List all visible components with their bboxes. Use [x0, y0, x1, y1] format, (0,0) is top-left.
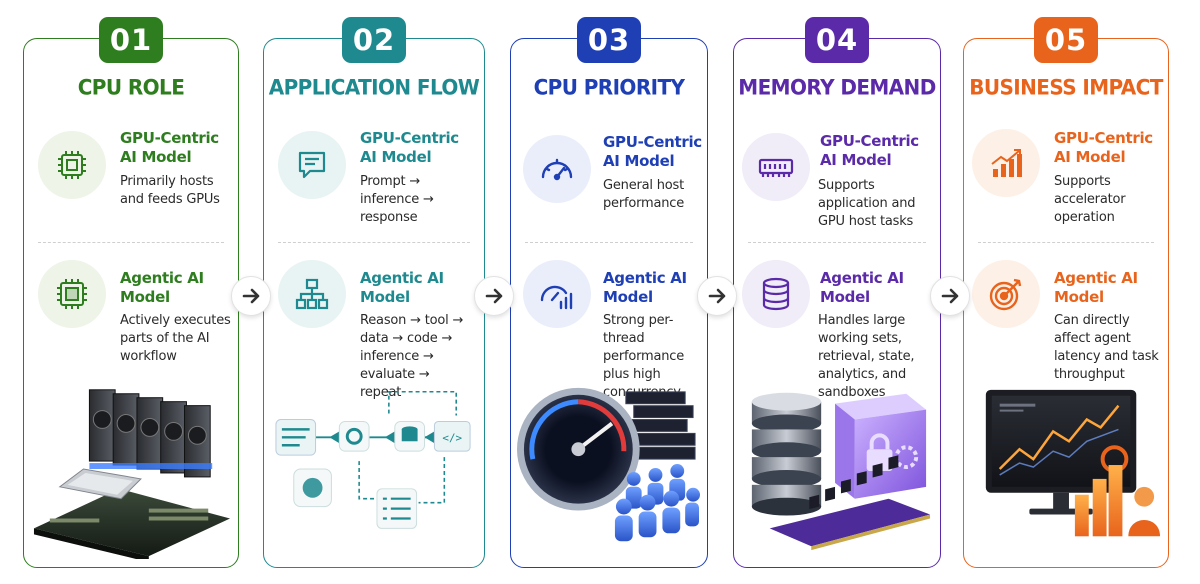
gpu-server-illustration — [30, 379, 232, 563]
growth-chart-icon — [972, 129, 1040, 197]
card-cpu-role: 01 CPU ROLE GPU-Centric AI Model Primari… — [23, 17, 239, 568]
gauge-icon — [523, 135, 591, 203]
arrow-right-icon — [485, 288, 503, 304]
arrow-right-icon — [941, 288, 959, 304]
card-title: MEMORY DEMAND — [738, 74, 936, 100]
gpu-centric-desc: General host performance — [603, 178, 685, 211]
agentic-label: Agentic AI Model — [360, 269, 444, 306]
divider — [748, 242, 926, 243]
ram-module-icon — [742, 133, 810, 201]
target-icon — [972, 260, 1040, 328]
gauge-bars-icon — [523, 260, 591, 328]
agentic-label: Agentic AI Model — [603, 269, 687, 306]
processor-icon — [38, 260, 106, 328]
gpu-centric-label: GPU-Centric AI Model — [1054, 129, 1153, 166]
gpu-centric-desc: Primarily hosts and feeds GPUs — [120, 174, 220, 207]
step-badge: 02 — [342, 17, 406, 63]
flow-arrow-3 — [697, 276, 737, 316]
gpu-centric-desc: Supports application and GPU host tasks — [818, 178, 916, 229]
card-title: CPU PRIORITY — [533, 74, 685, 100]
gpu-centric-label: GPU-Centric AI Model — [360, 129, 459, 166]
gpu-centric-desc: Supports accelerator operation — [1054, 174, 1126, 225]
divider — [978, 242, 1154, 243]
divider — [525, 242, 693, 243]
database-icon — [742, 260, 810, 328]
agentic-desc: Handles large working sets, retrieval, s… — [818, 313, 915, 400]
divider — [38, 242, 224, 243]
step-badge: 04 — [805, 17, 869, 63]
step-badge: 01 — [99, 17, 163, 63]
workflow-hierarchy-icon — [278, 260, 346, 328]
agentic-label: Agentic AI Model — [1054, 269, 1138, 306]
gpu-centric-desc: Prompt → inference → response — [360, 174, 434, 225]
gpu-centric-label: GPU-Centric AI Model — [120, 129, 219, 166]
dashboard-monitor-illustration — [970, 379, 1162, 559]
flow-arrow-2 — [474, 276, 514, 316]
agentic-label: Agentic AI Model — [820, 269, 904, 306]
gpu-centric-label: GPU-Centric AI Model — [820, 132, 919, 169]
card-title: APPLICATION FLOW — [268, 74, 480, 100]
agentic-label: Agentic AI Model — [120, 269, 204, 306]
divider — [278, 242, 470, 243]
arrow-right-icon — [242, 288, 260, 304]
card-cpu-priority: 03 CPU PRIORITY GPU-Centric AI Model Gen… — [510, 17, 708, 568]
step-badge: 03 — [577, 17, 641, 63]
workflow-loop-illustration: </> — [270, 379, 478, 559]
step-badge: 05 — [1034, 17, 1098, 63]
cpu-chip-icon — [38, 131, 106, 199]
storage-sandbox-illustration — [740, 379, 934, 559]
card-application-flow: 02 APPLICATION FLOW GPU-Centric AI Model… — [263, 17, 485, 568]
card-business-impact: 05 BUSINESS IMPACT GPU-Centric AI Model … — [963, 17, 1169, 568]
agentic-desc: Can directly affect agent latency and ta… — [1054, 313, 1159, 382]
flow-arrow-4 — [930, 276, 970, 316]
agentic-desc: Actively executes parts of the AI workfl… — [120, 313, 231, 364]
speedometer-users-illustration — [517, 379, 701, 559]
gpu-centric-label: GPU-Centric AI Model — [603, 133, 702, 170]
card-memory-demand: 04 MEMORY DEMAND GPU-Centric AI Model Su… — [733, 17, 941, 568]
svg-text:</>: </> — [442, 431, 462, 444]
agentic-desc: Reason → tool → data → code → inference … — [360, 313, 464, 400]
arrow-right-icon — [708, 288, 726, 304]
chat-prompt-icon — [278, 131, 346, 199]
card-title: BUSINESS IMPACT — [969, 74, 1163, 100]
card-title: CPU ROLE — [77, 74, 185, 100]
flow-arrow-1 — [231, 276, 271, 316]
